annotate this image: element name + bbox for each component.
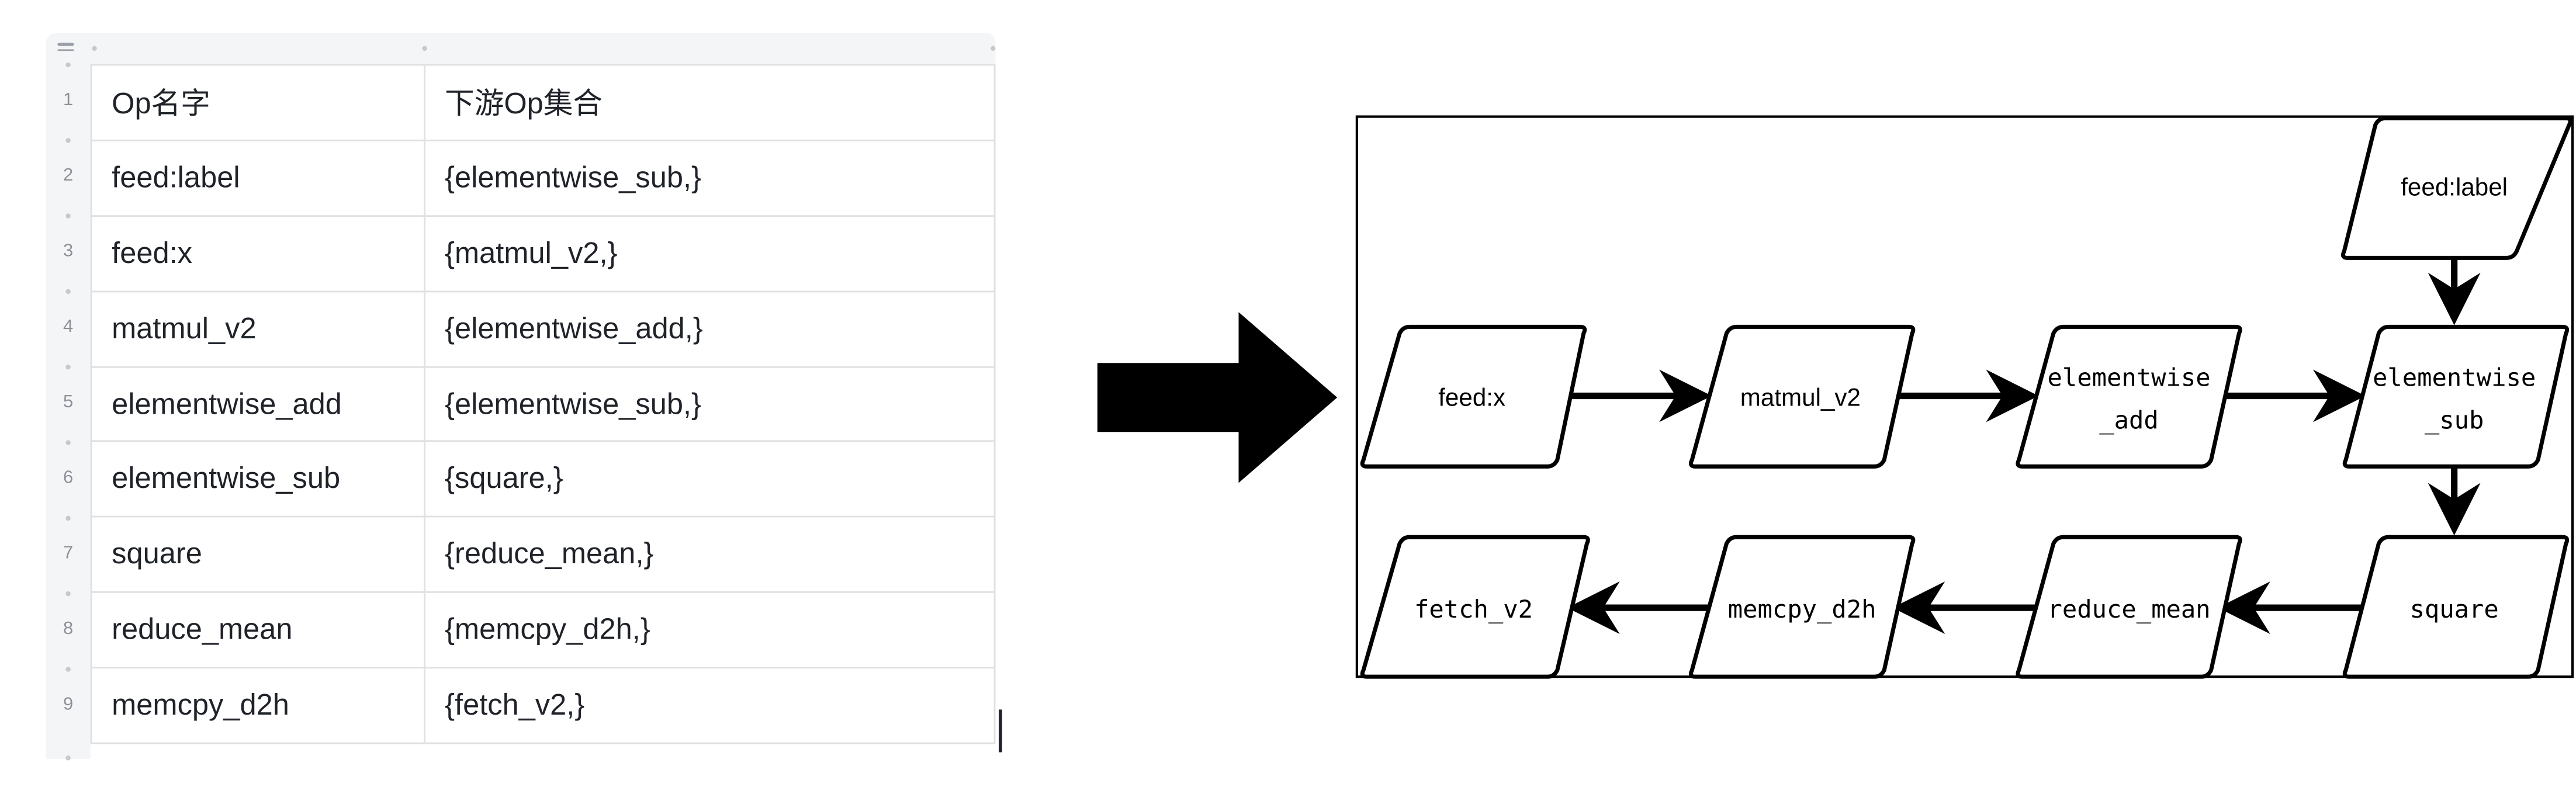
node-label: fetch_v2 (1414, 595, 1533, 623)
transform-arrow-icon (1097, 312, 1338, 483)
table-column-handle-bar[interactable] (46, 33, 996, 64)
table-cell[interactable]: {square,} (423, 441, 996, 518)
table-cell[interactable]: elementwise_add (90, 365, 425, 443)
node-label: feed:x (1438, 383, 1505, 411)
row-number: 4 (63, 317, 74, 337)
table-cell[interactable]: square (90, 516, 425, 594)
op-table: Op名字 下游Op集合 feed:label {elementwise_sub,… (90, 64, 996, 744)
node-fetch-v2[interactable]: fetch_v2 (1360, 535, 1590, 679)
table-cell[interactable]: {fetch_v2,} (423, 667, 996, 744)
table-header-row: Op名字 下游Op集合 (90, 64, 996, 141)
row-number: 3 (63, 241, 74, 261)
node-feed-x[interactable]: feed:x (1360, 324, 1587, 469)
row-handle-dot[interactable] (65, 62, 71, 68)
row-number: 6 (63, 468, 74, 488)
row-number: 1 (63, 90, 74, 110)
node-memcpy-d2h[interactable]: memcpy_d2h (1688, 535, 1916, 679)
node-square[interactable]: square (2342, 535, 2570, 679)
row-handle-dot[interactable] (65, 138, 71, 143)
table-cell[interactable]: feed:label (90, 139, 425, 217)
table-cell[interactable]: {reduce_mean,} (423, 516, 996, 594)
op-table-block: 1 2 3 4 5 6 7 8 9 Op名字 下游Op集合 (46, 33, 996, 761)
column-handle-dot[interactable] (991, 46, 996, 51)
row-handle-dot[interactable] (65, 667, 71, 672)
table-cell[interactable]: matmul_v2 (90, 290, 425, 368)
node-elementwise-sub[interactable]: elementwise _sub (2342, 324, 2570, 469)
row-number: 9 (63, 695, 74, 715)
table-row: elementwise_sub {square,} (90, 441, 996, 518)
table-row: memcpy_d2h {fetch_v2,} (90, 667, 996, 744)
node-matmul-v2[interactable]: matmul_v2 (1688, 324, 1916, 469)
table-cell[interactable]: feed:x (90, 214, 425, 292)
node-label: feed:label (2401, 174, 2508, 201)
node-label: square (2409, 595, 2498, 623)
row-handle-dot[interactable] (65, 756, 71, 761)
table-cell[interactable]: reduce_mean (90, 591, 425, 669)
node-label: matmul_v2 (1740, 383, 1861, 411)
row-number: 8 (63, 619, 74, 639)
table-row: square {reduce_mean,} (90, 516, 996, 594)
row-handle-dot[interactable] (65, 591, 71, 597)
table-row: matmul_v2 {elementwise_add,} (90, 290, 996, 368)
table-cell[interactable]: Op名字 (90, 64, 425, 141)
table-row: feed:label {elementwise_sub,} (90, 139, 996, 217)
table-row: reduce_mean {memcpy_d2h,} (90, 591, 996, 669)
table-cell[interactable]: elementwise_sub (90, 441, 425, 518)
table-row: feed:x {matmul_v2,} (90, 214, 996, 292)
row-number: 7 (63, 543, 74, 564)
row-number: 2 (63, 165, 74, 186)
table-menu-icon[interactable] (57, 43, 74, 56)
node-label: memcpy_d2h (1728, 595, 1876, 623)
row-handle-dot[interactable] (65, 440, 71, 445)
node-label: _add (2099, 406, 2159, 435)
table-cell[interactable]: 下游Op集合 (423, 64, 996, 141)
table-cell[interactable]: memcpy_d2h (90, 667, 425, 744)
node-label: elementwise (2373, 363, 2536, 392)
table-cell[interactable]: {matmul_v2,} (423, 214, 996, 292)
node-elementwise-add[interactable]: elementwise _add (2016, 324, 2242, 469)
table-cell[interactable]: {elementwise_sub,} (423, 365, 996, 443)
column-handle-dot[interactable] (92, 46, 97, 51)
diagram-frame (1355, 115, 2574, 678)
node-label: reduce_mean (2047, 595, 2210, 623)
node-label: _sub (2425, 406, 2484, 435)
row-number: 5 (63, 392, 74, 413)
table-cell[interactable]: {elementwise_add,} (423, 290, 996, 368)
row-handle-dot[interactable] (65, 365, 71, 370)
node-label: elementwise (2047, 363, 2210, 392)
node-feed-label[interactable]: feed:label (2340, 116, 2572, 260)
node-reduce-mean[interactable]: reduce_mean (2016, 535, 2242, 679)
column-handle-dot[interactable] (422, 46, 427, 51)
row-handle-dot[interactable] (65, 213, 71, 219)
row-handle-dot[interactable] (65, 289, 71, 294)
table-cell[interactable]: {memcpy_d2h,} (423, 591, 996, 669)
row-number-gutter: 1 2 3 4 5 6 7 8 9 (46, 62, 91, 761)
table-row: elementwise_add {elementwise_sub,} (90, 365, 996, 443)
table-cell[interactable]: {elementwise_sub,} (423, 139, 996, 217)
text-cursor (999, 709, 1002, 753)
row-handle-dot[interactable] (65, 515, 71, 521)
